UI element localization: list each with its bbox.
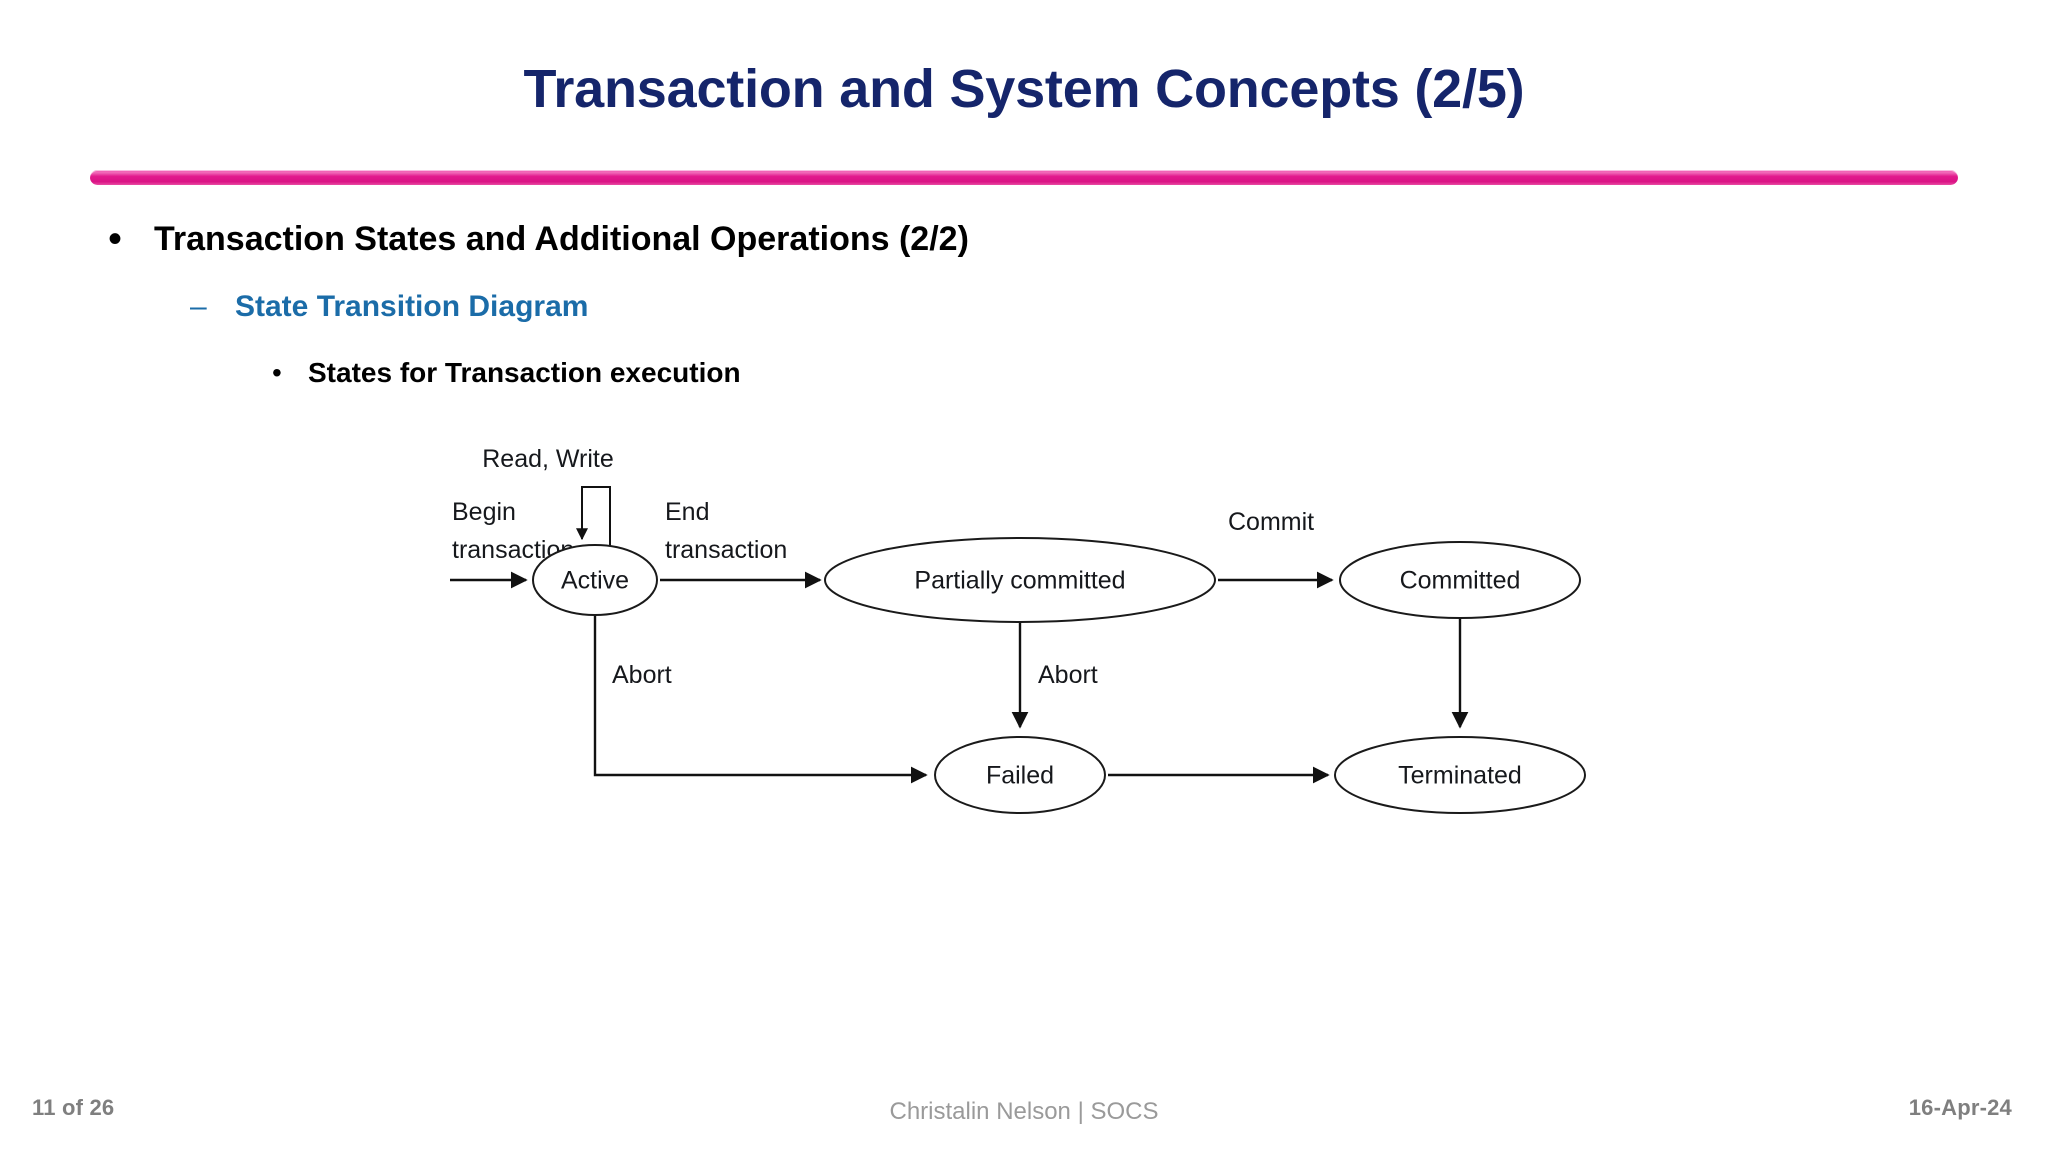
node-label-terminated: Terminated: [1398, 762, 1522, 790]
bullet-dot-small-icon: •: [272, 357, 282, 388]
edge-end-transaction: End transaction: [660, 498, 822, 589]
edge-label-end-line2: transaction: [665, 536, 787, 564]
state-transition-diagram: Begin transaction Read, Write Active End…: [390, 425, 1710, 825]
title-divider-rule: [90, 170, 1958, 185]
bullet-level3: • States for Transaction execution: [272, 355, 741, 391]
node-active: Active: [532, 544, 658, 616]
edge-label-end-line1: End: [665, 498, 709, 526]
node-label-partially-committed: Partially committed: [914, 567, 1125, 595]
edge-read-write-selfloop: Read, Write: [482, 445, 614, 547]
edge-abort-from-partially: Abort: [1011, 623, 1098, 729]
footer-date: 16-Apr-24: [1908, 1095, 2012, 1120]
bullet-level2-label: State Transition Diagram: [235, 290, 589, 323]
bullet-dash-icon: –: [190, 290, 207, 323]
edge-label-commit: Commit: [1228, 508, 1314, 536]
node-committed: Committed: [1339, 541, 1581, 619]
node-label-active: Active: [561, 567, 629, 595]
bullet-level2: – State Transition Diagram: [190, 288, 588, 326]
node-terminated: Terminated: [1334, 736, 1586, 814]
node-label-committed: Committed: [1400, 567, 1521, 595]
page-title: Transaction and System Concepts (2/5): [523, 59, 1525, 119]
edge-label-read-write: Read, Write: [482, 445, 614, 473]
bullet-dot-icon: •: [108, 217, 123, 261]
bullet-level3-label: States for Transaction execution: [308, 357, 741, 388]
node-label-failed: Failed: [986, 762, 1054, 790]
edge-abort-from-active: Abort: [593, 616, 928, 784]
edge-label-abort-active: Abort: [612, 661, 672, 689]
bullet-level1: • Transaction States and Additional Oper…: [108, 218, 969, 260]
edge-label-abort-partial: Abort: [1038, 661, 1098, 689]
footer-author: Christalin Nelson | SOCS: [889, 1098, 1159, 1125]
edge-commit: Commit: [1218, 508, 1334, 589]
edge-label-begin-line1: Begin: [452, 498, 516, 526]
node-failed: Failed: [934, 736, 1106, 814]
node-partially-committed: Partially committed: [824, 537, 1216, 623]
bullet-level1-label: Transaction States and Additional Operat…: [154, 220, 969, 258]
edge-begin-transaction: Begin transaction: [450, 498, 574, 589]
slide-number: 11 of 26: [32, 1095, 115, 1120]
